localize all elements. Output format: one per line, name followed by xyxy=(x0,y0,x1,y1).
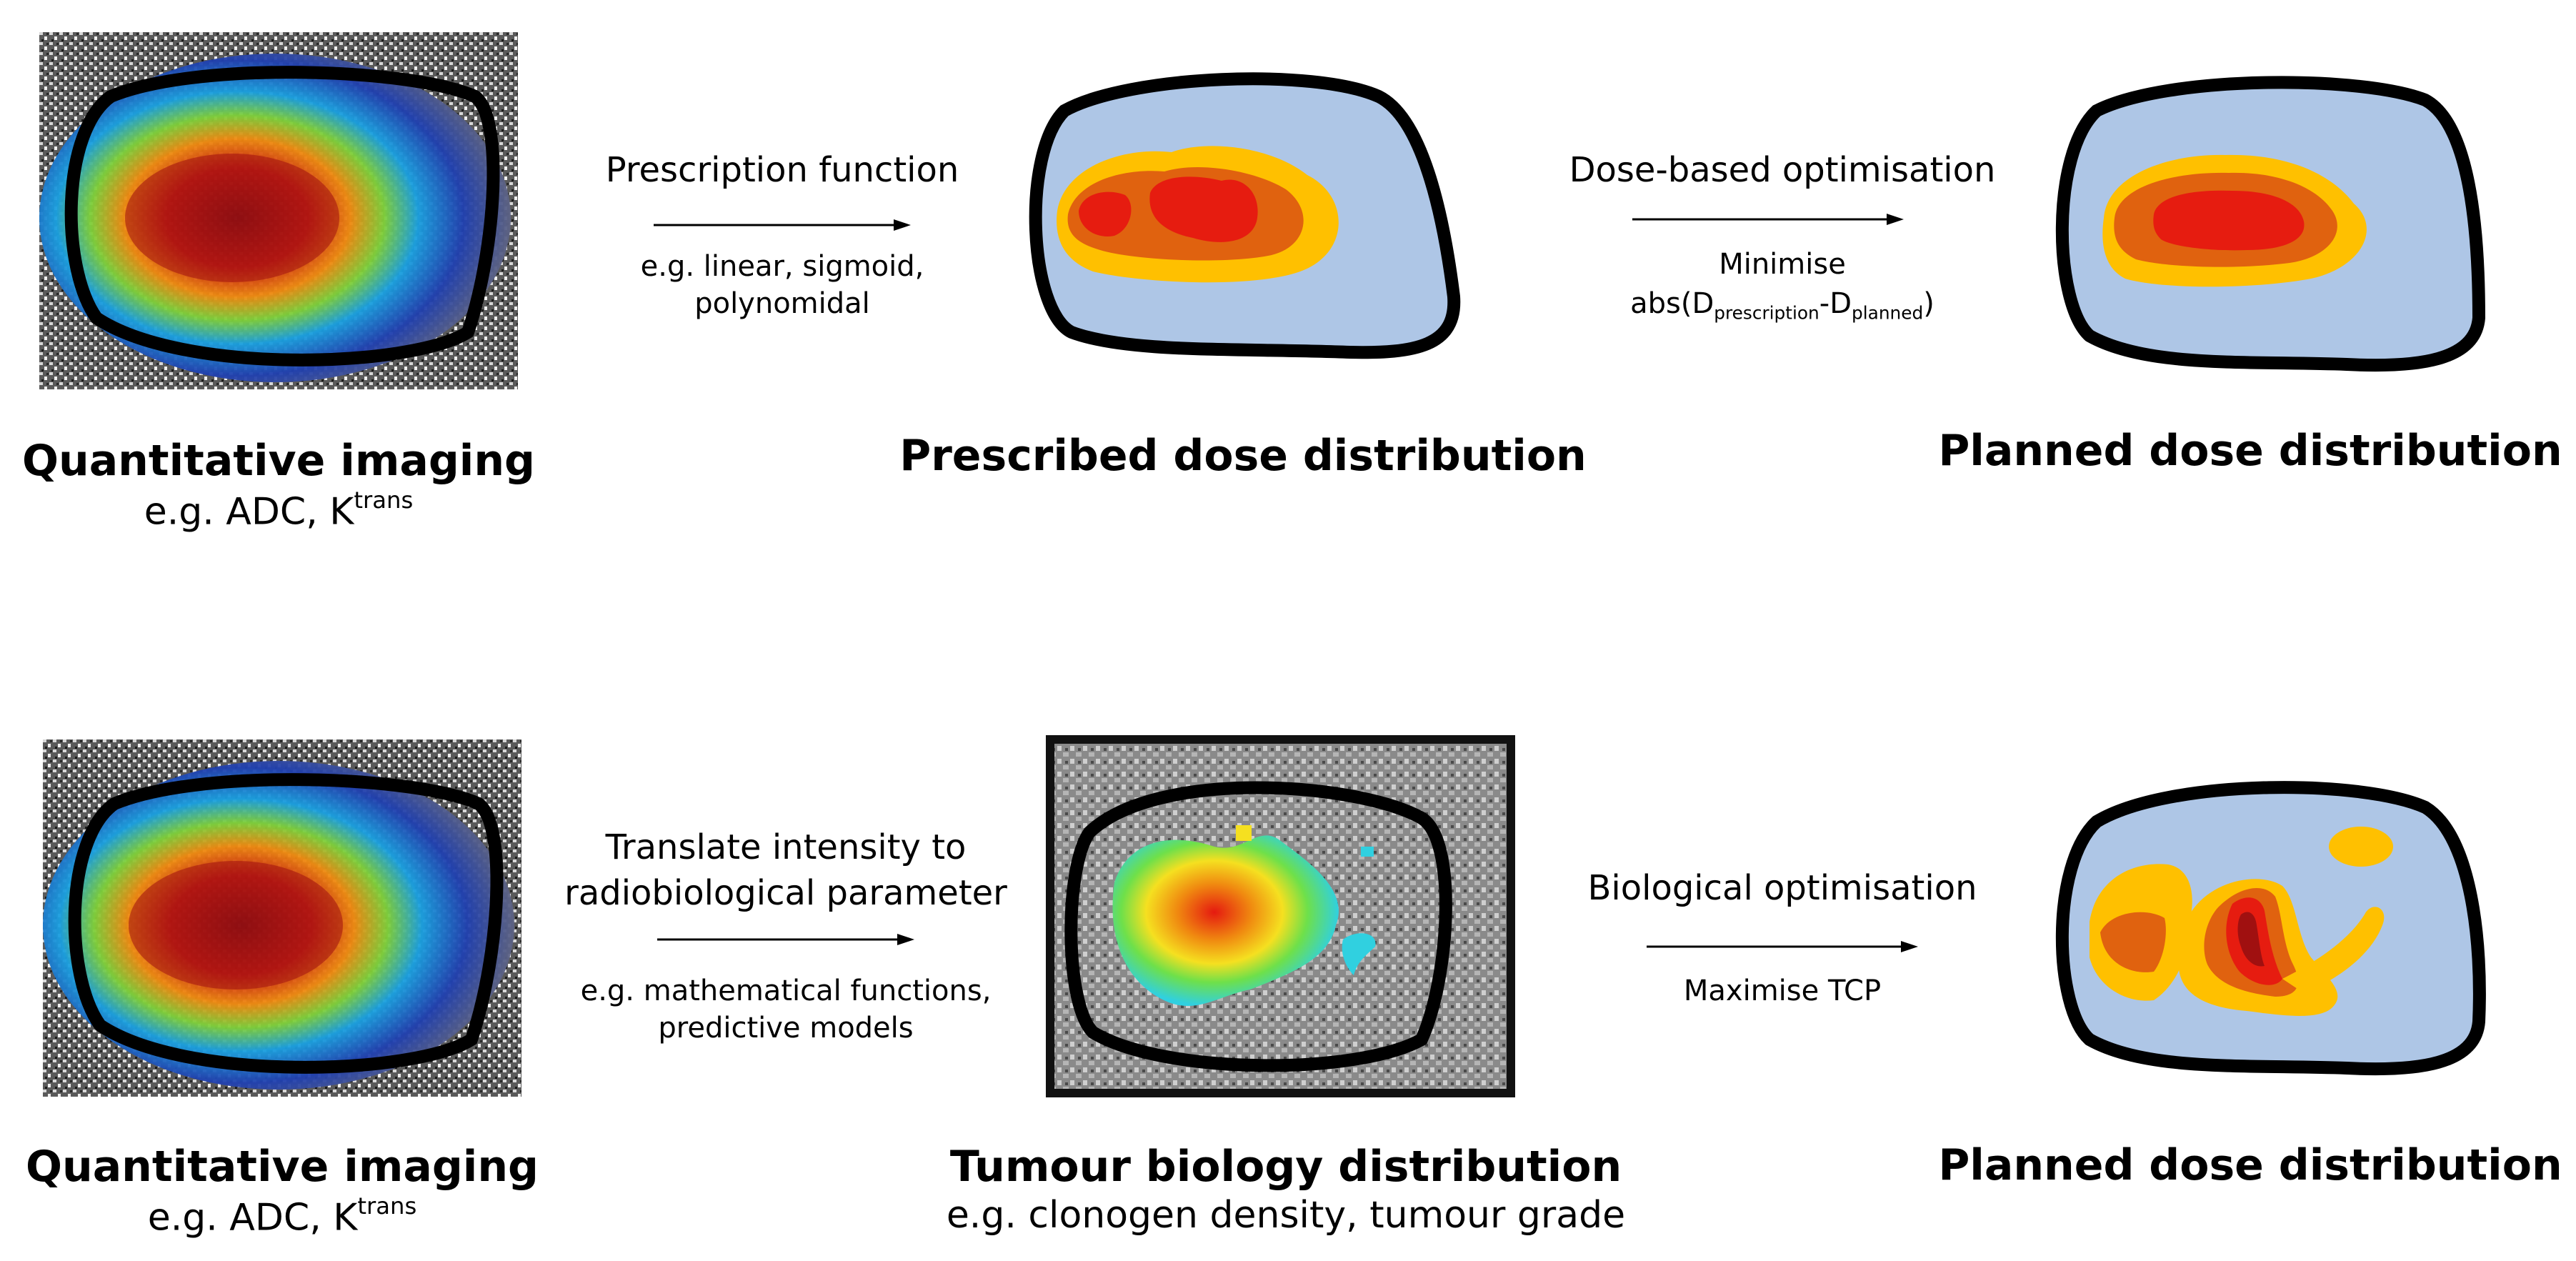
row2-arrow1-title-2: radiobiological parameter xyxy=(564,873,1007,913)
row1-arrow2-note-sub1: prescription xyxy=(1714,302,1819,324)
row2-input-sub-sup: trans xyxy=(357,1192,417,1220)
tumour-biology-map xyxy=(1046,735,1515,1097)
row2-input-title: Quantitative imaging xyxy=(25,1142,539,1192)
row1-arrow2-note-b: -D xyxy=(1819,287,1852,320)
quantitative-imaging-map-row1 xyxy=(39,32,518,389)
planned-dose-map-row1 xyxy=(2055,76,2486,372)
row1-input-sub-text: e.g. ADC, K xyxy=(144,490,354,534)
row1-input-subtitle: e.g. ADC, Ktrans xyxy=(0,487,557,534)
row2-arrow1-note-2: predictive models xyxy=(658,1012,914,1045)
row1-arrow1-title: Prescription function xyxy=(605,150,959,190)
row2-middle-subtitle: e.g. clonogen density, tumour grade xyxy=(946,1194,1626,1237)
row1-input-title: Quantitative imaging xyxy=(21,436,536,486)
row2-output-title: Planned dose distribution xyxy=(1938,1140,2562,1190)
row2-arrow1-note-1: e.g. mathematical functions, xyxy=(580,975,992,1007)
row2-arrow1-title-1: Translate intensity to xyxy=(605,827,967,867)
row2-arrow2 xyxy=(1647,941,1918,952)
row1-arrow2-title: Dose-based optimisation xyxy=(1569,150,1996,190)
row1-middle-title: Prescribed dose distribution xyxy=(899,431,1587,481)
row2-arrow1 xyxy=(657,934,914,945)
row1-arrow2 xyxy=(1632,214,1904,225)
row1-arrow2-note-sub2: planned xyxy=(1852,302,1924,324)
row1-arrow2-note-1: Minimise xyxy=(1719,248,1846,281)
row2-middle-title: Tumour biology distribution xyxy=(949,1142,1622,1192)
planned-dose-map-row2 xyxy=(2055,781,2486,1076)
row2-arrow2-title: Biological optimisation xyxy=(1587,868,1977,908)
row1-arrow1 xyxy=(654,219,911,231)
row2-input-subtitle: e.g. ADC, Ktrans xyxy=(0,1192,564,1240)
quantitative-imaging-map-row2 xyxy=(43,739,521,1097)
row1-output-title: Planned dose distribution xyxy=(1938,426,2562,476)
row2-input-sub-text: e.g. ADC, K xyxy=(147,1196,358,1240)
row1-arrow1-note-1: e.g. linear, sigmoid, xyxy=(640,250,924,283)
row1-arrow1-note-2: polynomidal xyxy=(694,287,870,320)
prescribed-dose-map xyxy=(1029,72,1461,359)
row1-arrow2-note-2: abs(Dprescription-Dplanned) xyxy=(1550,286,2015,325)
row1-input-sub-sup: trans xyxy=(354,487,414,514)
row1-arrow2-note-a: abs(D xyxy=(1630,287,1714,320)
row2-arrow2-note-1: Maximise TCP xyxy=(1683,975,1882,1007)
row1-arrow2-note-c: ) xyxy=(1923,287,1935,320)
